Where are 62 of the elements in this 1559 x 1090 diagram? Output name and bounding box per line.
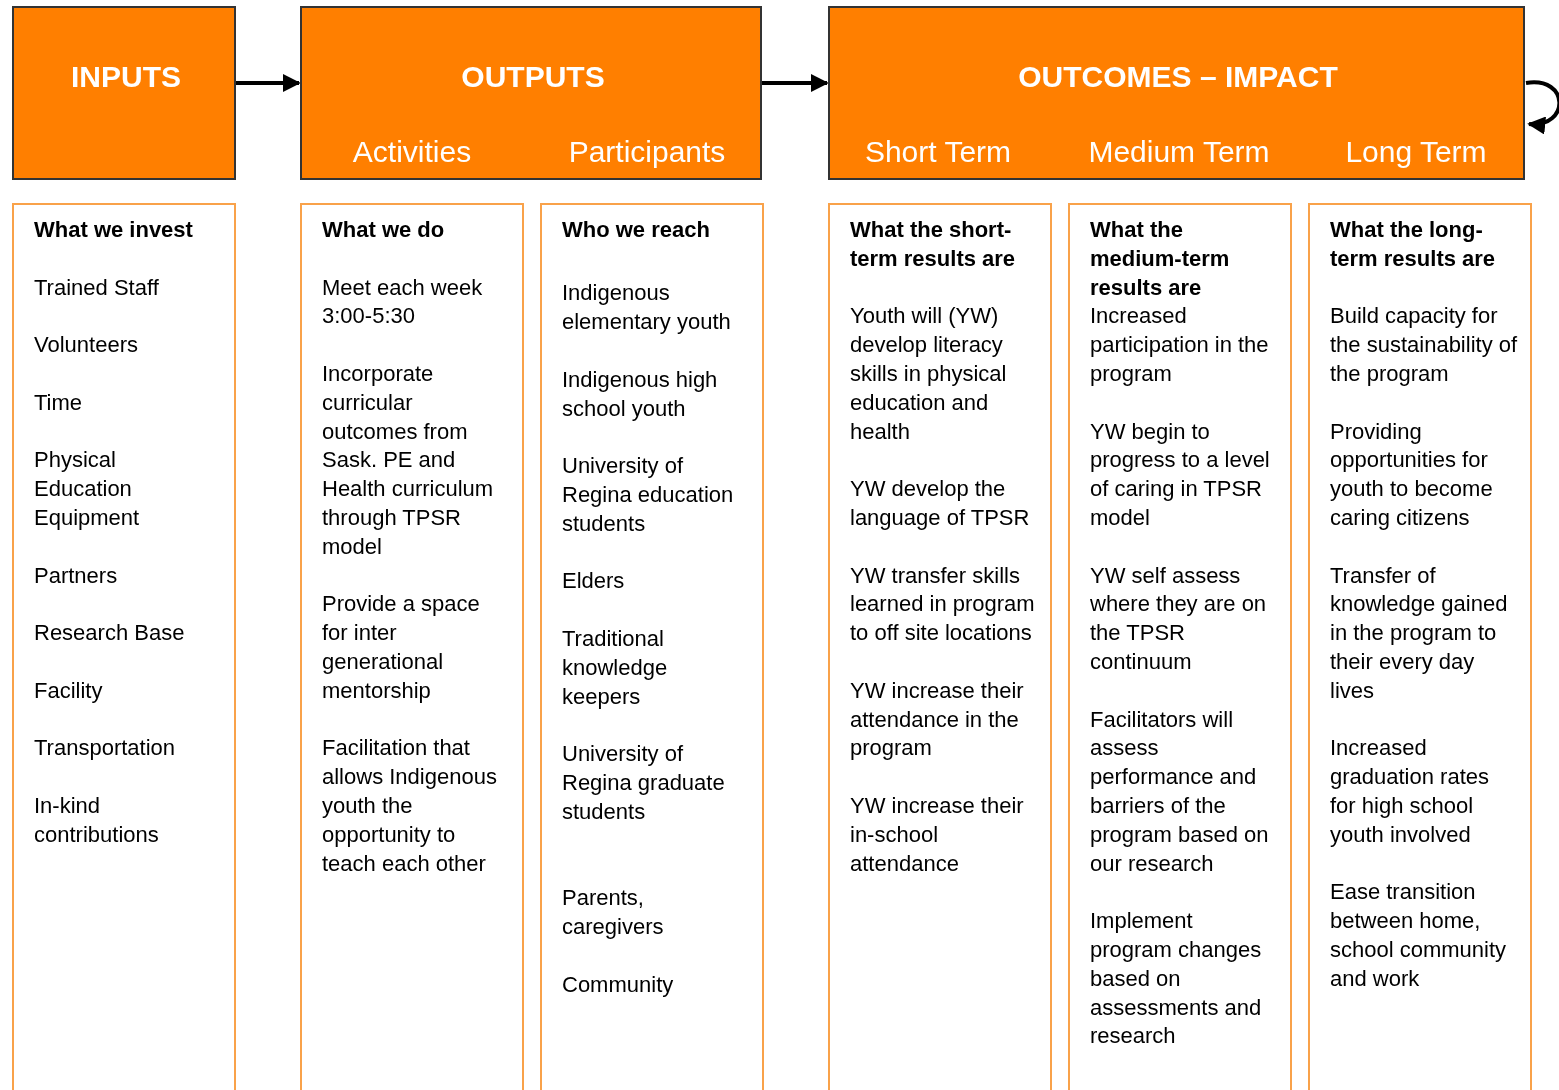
column-box bbox=[1068, 203, 1292, 1090]
list-item: Build capacity for the sustainability of the program bbox=[1330, 302, 1518, 388]
list-item: YW transfer skills learned in program to off site locations bbox=[850, 561, 1036, 648]
list-item: Youth will (YW) develop literacy skills in physical education and health bbox=[850, 302, 1008, 446]
list-item: Indigenous elementary youth bbox=[562, 279, 732, 337]
list-item: Providing opportunities for youth to become caring citizens bbox=[1330, 417, 1494, 532]
list-item: Transportation bbox=[34, 734, 177, 763]
header-box bbox=[12, 6, 236, 180]
column-heading: What we do bbox=[322, 216, 446, 244]
list-item: Time bbox=[34, 388, 84, 417]
column-box bbox=[300, 203, 524, 1090]
list-item: Transfer of knowledge gained in the program to their every day lives bbox=[1330, 561, 1509, 705]
list-item: Facilitation that allows Indigenous youth the opportunity to teach each other bbox=[322, 734, 498, 878]
list-item: University of Regina education students bbox=[562, 452, 735, 538]
column-box bbox=[540, 203, 764, 1090]
list-item: YW develop the language of TPSR bbox=[850, 475, 1031, 532]
column-box bbox=[1308, 203, 1532, 1090]
column-heading: What we invest bbox=[34, 216, 194, 244]
column-heading: What the short-term results are bbox=[850, 216, 1017, 273]
list-item: Incorporate curricular outcomes from Sask. PE and Health curriculum through TPSR model bbox=[322, 360, 495, 561]
arrow bbox=[762, 74, 829, 92]
list-item: Facilitators will assess performance and barriers of the program based on our research bbox=[1090, 705, 1270, 878]
loop-arrow bbox=[1525, 80, 1559, 133]
column-label: Medium Term bbox=[1088, 135, 1270, 169]
list-item: YW increase their attendance in the program bbox=[850, 676, 1025, 763]
column-heading: What the medium-term results are bbox=[1090, 216, 1231, 302]
header-title: OUTCOMES – IMPACT bbox=[1018, 60, 1338, 94]
column-label: Short Term bbox=[864, 135, 1012, 169]
arrow bbox=[236, 74, 301, 92]
list-item: Trained Staff bbox=[34, 273, 160, 302]
list-item: Ease transition between home, school community and work bbox=[1330, 878, 1508, 993]
list-item: Research Base bbox=[34, 619, 186, 648]
list-item: YW begin to progress to a level of caring in TPSR model bbox=[1090, 417, 1271, 532]
header-box bbox=[828, 6, 1525, 180]
list-item: Increased graduation rates for high school youth involved bbox=[1330, 734, 1490, 849]
column-box bbox=[828, 203, 1052, 1090]
list-item: Physical Education Equipment bbox=[34, 446, 141, 532]
column-heading: Who we reach bbox=[562, 216, 711, 244]
list-item: YW self assess where they are on the TPSR continuum bbox=[1090, 561, 1268, 676]
list-item: Traditional knowledge keepers bbox=[562, 624, 669, 711]
list-item: Facility bbox=[34, 676, 104, 705]
column-label: Long Term bbox=[1345, 135, 1487, 169]
header-title: OUTPUTS bbox=[461, 60, 605, 94]
list-item: Parents, caregivers bbox=[562, 884, 665, 941]
list-item: University of Regina graduate students bbox=[562, 740, 726, 826]
list-item: Elders bbox=[562, 567, 626, 596]
list-item: Provide a space for inter generational mentorship bbox=[322, 590, 481, 705]
column-label: Participants bbox=[568, 135, 726, 169]
column-label: Activities bbox=[352, 135, 472, 169]
list-item: Indigenous high school youth bbox=[562, 365, 719, 423]
list-item: Volunteers bbox=[34, 331, 139, 360]
list-item: Implement program changes based on assessments and research bbox=[1090, 907, 1263, 1051]
list-item: Meet each week 3:00-5:30 bbox=[322, 273, 484, 331]
list-item: Increased participation in the program bbox=[1090, 302, 1270, 388]
list-item: Partners bbox=[34, 561, 119, 590]
list-item: Community bbox=[562, 970, 675, 999]
list-item: In-kind contributions bbox=[34, 791, 160, 849]
list-item: YW increase their in-school attendance bbox=[850, 791, 1025, 878]
header-title: INPUTS bbox=[71, 60, 181, 94]
column-heading: What the long-term results are bbox=[1330, 216, 1497, 273]
header-box bbox=[300, 6, 762, 180]
column-box bbox=[12, 203, 236, 1090]
